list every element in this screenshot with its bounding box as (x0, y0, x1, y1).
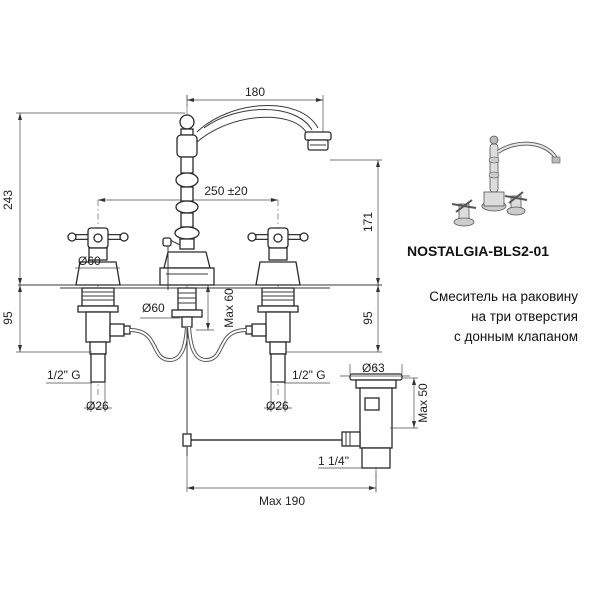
dim-label-right-thread: 1/2" G (292, 368, 326, 382)
dim-label-max-thickness: Max 60 (222, 288, 236, 328)
product-description-line: Смеситель на раковину (429, 289, 578, 304)
dimension-left-body: Ø26 (84, 382, 112, 413)
dim-label-spout-reach: 180 (245, 85, 265, 99)
left-valve-body (77, 287, 131, 383)
product-model: NOSTALGIA-BLS2-01 (407, 243, 550, 259)
dim-label-rod-length: Max 190 (259, 494, 305, 508)
product-thumbnail (451, 135, 561, 227)
spout (159, 105, 332, 286)
dimension-right-body: Ø26 (264, 382, 292, 413)
dim-label-left-underside: 95 (1, 311, 15, 325)
dim-label-right-body-diameter: Ø26 (266, 399, 289, 413)
product-description-line: на три отверстия (471, 309, 578, 324)
product-description: Смеситель на раковину на три отверстия с… (358, 287, 578, 347)
right-valve-body (245, 287, 299, 383)
dim-label-waste-diameter: Ø63 (362, 361, 385, 375)
dimension-right-underside: 95 (286, 285, 382, 353)
dim-label-handle-diameter: Ø60 (78, 254, 101, 268)
dim-label-right-underside: 95 (361, 311, 375, 325)
dimension-waste-diameter: Ø63 (340, 361, 410, 377)
dimension-spout-base: Ø60 (140, 301, 180, 319)
popup-rod (182, 327, 343, 456)
product-description-line: с донным клапаном (453, 329, 578, 344)
dim-label-overall-height: 243 (1, 190, 15, 210)
supply-hoses (129, 326, 247, 363)
dimension-overall-height: 243 (1, 112, 185, 285)
dimension-spout-reach: 180 (186, 85, 324, 150)
right-handle (247, 227, 309, 286)
dim-label-left-thread: 1/2" G (47, 368, 81, 382)
dimension-spout-height: 171 (330, 159, 382, 285)
dim-label-spout-base-diameter: Ø60 (142, 301, 165, 315)
dim-label-waste-height: Max 50 (416, 383, 430, 423)
dimension-waste-height: Max 50 (390, 377, 430, 429)
dim-label-spout-height: 171 (361, 212, 375, 232)
dim-label-left-body-diameter: Ø26 (86, 399, 109, 413)
dimension-rod-length: Max 190 (186, 456, 377, 508)
waste-valve (341, 373, 403, 469)
dimension-max-thickness: Max 60 (196, 285, 236, 331)
dim-label-center-distance: 250 ±20 (204, 184, 248, 198)
spout-shank (167, 246, 203, 328)
dim-label-waste-thread: 1 1/4" (318, 454, 349, 468)
dimension-left-underside: 95 (1, 285, 92, 353)
